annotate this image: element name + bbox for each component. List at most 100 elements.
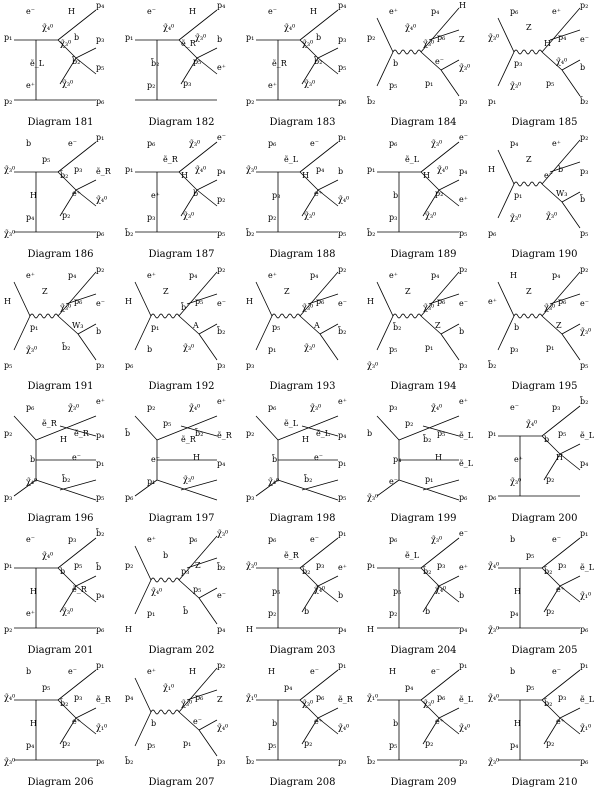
particle-label: e⁺ xyxy=(389,271,398,280)
particle-label: e⁻ xyxy=(310,667,319,676)
diagram-caption: Diagram 209 xyxy=(390,777,457,788)
particle-label: ẽ_L xyxy=(284,155,299,164)
particle-label: p₆ xyxy=(558,297,566,306)
particle-label: χ̃₃⁰ xyxy=(189,139,200,148)
particle-label: p₃ xyxy=(338,757,346,766)
diagram-caption: Diagram 205 xyxy=(511,645,578,656)
particle-label: p₂ xyxy=(246,97,254,106)
particle-label: p₅ xyxy=(163,419,171,428)
particle-label: p₂ xyxy=(147,81,155,90)
particle-label: χ̃₃⁰ xyxy=(60,303,71,312)
particle-label: χ̃₃⁰ xyxy=(4,757,15,766)
particle-label: χ̃₃⁰ xyxy=(302,39,313,48)
diagram-caption: Diagram 197 xyxy=(148,513,215,524)
particle-label: p₅ xyxy=(195,297,203,306)
particle-label: e⁺ xyxy=(459,195,468,204)
particle-label: e⁻ xyxy=(338,299,347,308)
particle-label: p₁ xyxy=(125,165,133,174)
particle-label: ẽ_L xyxy=(459,695,474,704)
particle-label: b xyxy=(338,167,343,176)
particle-label: e⁺ xyxy=(72,717,81,726)
particle-label: χ̃₄⁰ xyxy=(26,477,37,486)
particle-label: p₁ xyxy=(4,561,12,570)
particle-label: p₂ xyxy=(338,265,346,274)
particle-label: H xyxy=(514,587,521,596)
particle-label: p₃ xyxy=(96,361,104,370)
particle-label: χ̃₄⁰ xyxy=(42,23,53,32)
particle-label: e⁻ xyxy=(544,171,553,180)
particle-label: χ̃₃⁰ xyxy=(510,213,521,222)
particle-label: p₄ xyxy=(338,625,346,634)
particle-label: b xyxy=(26,139,31,148)
particle-label: p₅ xyxy=(4,361,12,370)
particle-label: ẽ_L xyxy=(316,429,331,438)
particle-label: b xyxy=(30,455,35,464)
particle-label: b xyxy=(217,35,222,44)
particle-label: p₁ xyxy=(183,739,191,748)
particle-label: p₅ xyxy=(580,229,588,238)
particle-label: p₄ xyxy=(217,459,225,468)
particle-label: p₃ xyxy=(96,35,104,44)
particle-label: b̃₂ xyxy=(392,321,401,332)
particle-label: p₄ xyxy=(459,167,467,176)
particle-label: χ̃₃⁰ xyxy=(304,343,315,352)
particle-label: p₅ xyxy=(526,683,534,692)
particle-label: p₂ xyxy=(62,739,70,748)
particle-label: p₅ xyxy=(193,585,201,594)
particle-label: p₆ xyxy=(147,139,155,148)
particle-label: p₃ xyxy=(510,345,518,354)
particle-label: p₄ xyxy=(510,609,518,618)
particle-label: e⁻ xyxy=(435,57,444,66)
diagram-caption: Diagram 192 xyxy=(148,381,215,392)
particle-label: p₄ xyxy=(284,683,292,692)
particle-label: e⁻ xyxy=(459,529,468,538)
particle-label: p₅ xyxy=(389,741,397,750)
particle-label: χ̃₃⁰ xyxy=(431,139,442,148)
diagram-caption: Diagram 187 xyxy=(148,249,215,260)
particle-label: H xyxy=(181,171,188,180)
diagram-caption: Diagram 206 xyxy=(27,777,94,788)
particle-label: p₁ xyxy=(425,475,433,484)
particle-label: H xyxy=(30,719,37,728)
particle-label: p₂ xyxy=(546,739,554,748)
particle-label: p₅ xyxy=(272,587,280,596)
particle-label: p₆ xyxy=(268,139,276,148)
diagram-caption: Diagram 181 xyxy=(27,117,94,128)
particle-label: A xyxy=(313,321,320,330)
particle-label: b̃₂ xyxy=(61,341,70,352)
diagram-caption: Diagram 184 xyxy=(390,117,457,128)
particle-label: b̃₂ xyxy=(313,55,322,66)
particle-label: p₄ xyxy=(189,271,197,280)
particle-label: p₂ xyxy=(405,419,413,428)
particle-label: b xyxy=(459,327,464,336)
particle-label: p₁ xyxy=(338,459,346,468)
particle-label: p₁ xyxy=(338,661,346,670)
particle-label: b xyxy=(304,607,309,616)
particle-label: p₄ xyxy=(510,741,518,750)
particle-label: b̄ xyxy=(180,302,186,312)
particle-label: Z xyxy=(526,23,532,32)
particle-label: p₂ xyxy=(217,265,225,274)
particle-label: χ̃₄⁰ xyxy=(338,195,349,204)
particle-label: b xyxy=(558,165,563,174)
particle-label: b̃₂ xyxy=(216,561,225,572)
particle-label: ẽ_L xyxy=(459,459,474,468)
particle-label: ẽ_R xyxy=(72,585,88,594)
particle-label: b xyxy=(425,607,430,616)
particle-label: p₆ xyxy=(96,625,104,634)
particle-label: p₁ xyxy=(425,343,433,352)
particle-label: H xyxy=(435,453,442,462)
particle-label: b xyxy=(74,33,79,42)
particle-label: p₅ xyxy=(268,741,276,750)
